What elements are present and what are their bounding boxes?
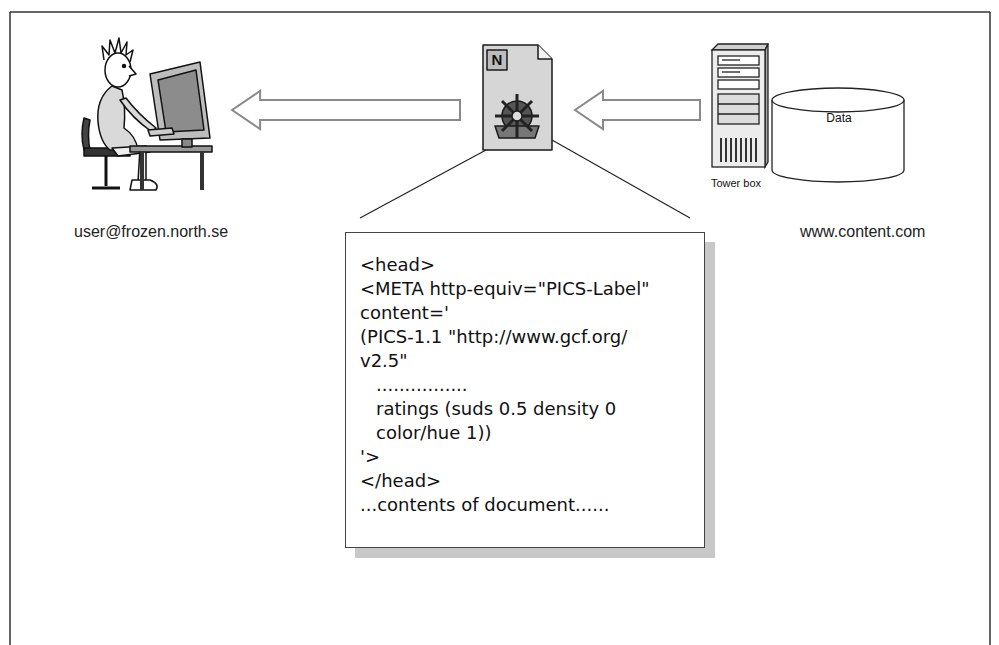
user-workstation: user@frozen.north.se [68, 30, 232, 246]
node-text: ratings (suds 0.5 density 0 color/hue 1)… [376, 397, 665, 445]
database-cylinder [772, 88, 904, 182]
node-text: '> [360, 445, 665, 469]
block-arrow [232, 91, 460, 129]
code-listing-box: <head><META http-equiv="PICS-Label" cont… [345, 232, 705, 548]
block-arrow [575, 91, 700, 129]
node-text: Tower box [711, 176, 761, 190]
tower-server [712, 44, 768, 167]
node-text: ................ [376, 373, 665, 397]
node-text: <META http-equiv="PICS-Label" content=' [360, 277, 665, 325]
tower-server-node: Tower box [700, 40, 772, 192]
document-icon-node: N [460, 40, 575, 155]
node-text: user@frozen.north.se [74, 222, 228, 242]
node-text: </head> [360, 469, 665, 493]
host-name: www.content.com [800, 222, 925, 242]
node-text: Data [826, 110, 851, 126]
node-text: ...contents of document...... [360, 493, 665, 517]
callout-lines [360, 140, 690, 218]
node-text: (PICS-1.1 "http://www.gcf.org/ v2.5" [360, 325, 665, 373]
user-figure [82, 38, 212, 190]
page-frame [10, 12, 990, 645]
node-text: N [487, 50, 507, 70]
document-icon [483, 45, 552, 150]
node-text: <head> [360, 253, 665, 277]
database-node: Data [772, 88, 906, 182]
